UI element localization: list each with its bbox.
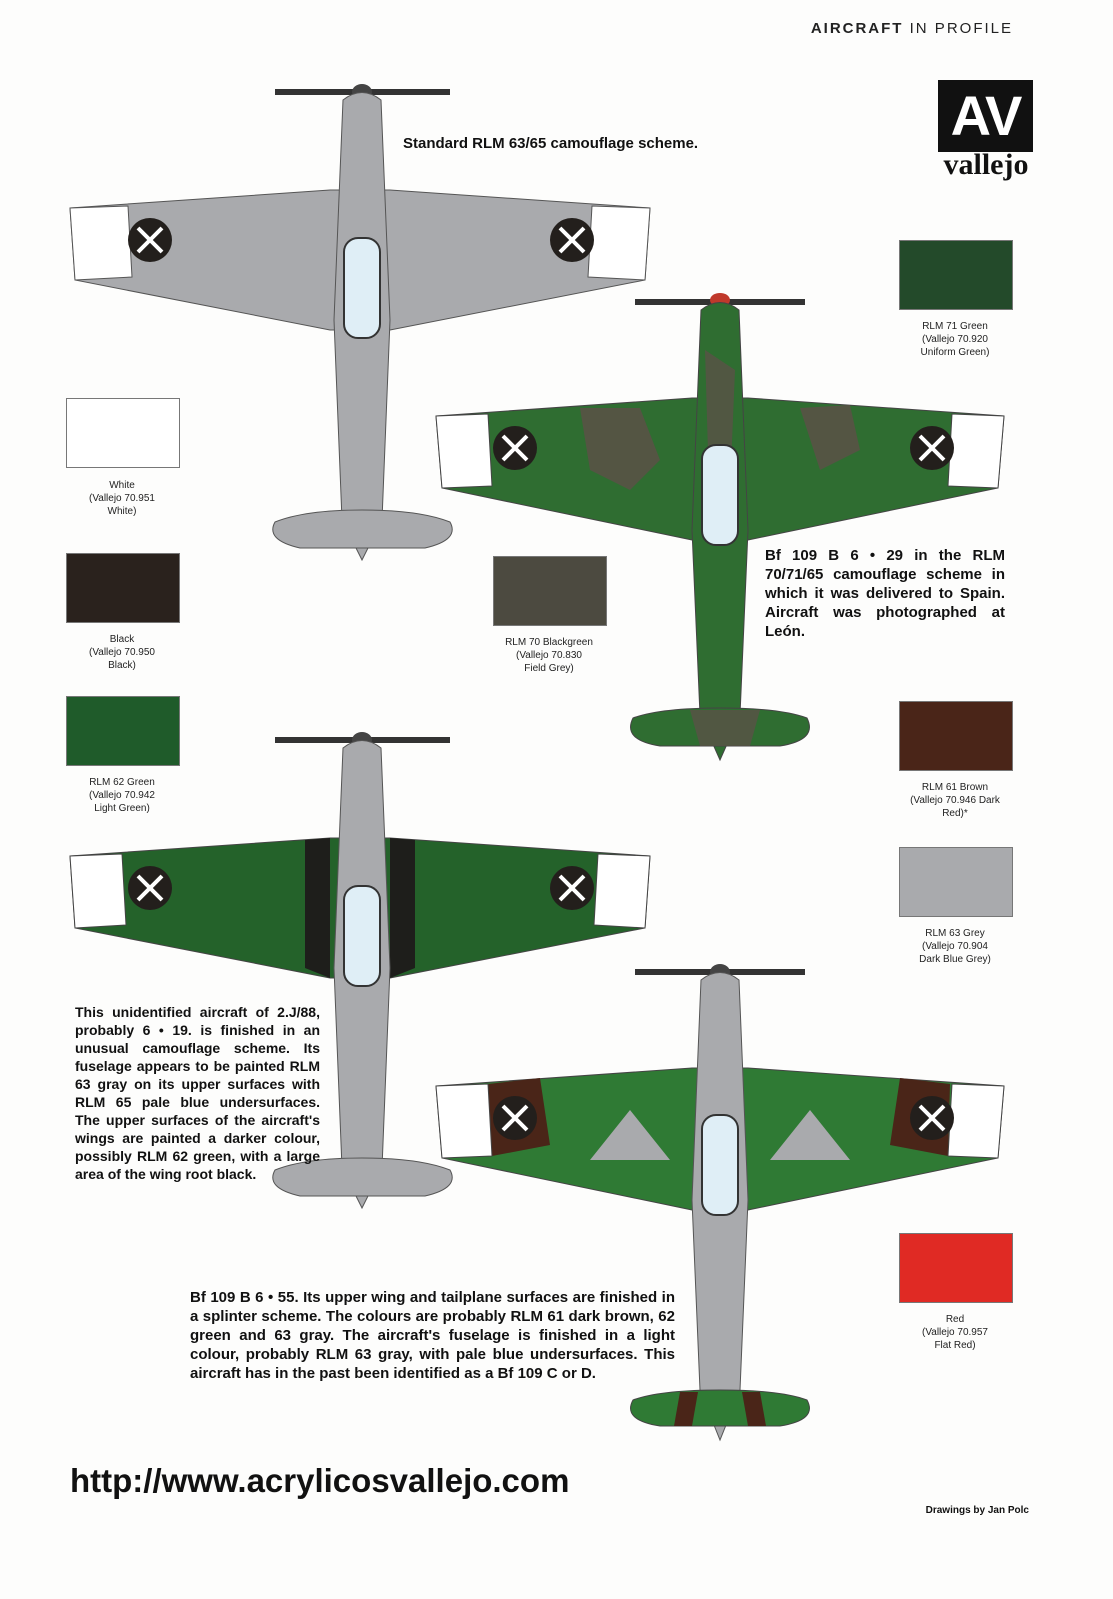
swatch-black-alt: Black) (108, 660, 136, 671)
caption-standard: Standard RLM 63/65 camouflage scheme. (403, 135, 699, 152)
swatch-white-label: White (Vallejo 70.951 White) (42, 479, 202, 518)
swatch-rlm61-label: RLM 61 Brown (Vallejo 70.946 Dark Red)* (875, 781, 1035, 820)
swatch-rlm71-label: RLM 71 Green (Vallejo 70.920 Uniform Gre… (875, 320, 1035, 359)
header-bold: AIRCRAFT (810, 20, 904, 37)
swatch-rlm62-alt: Light Green) (94, 803, 150, 814)
swatch-rlm61 (899, 701, 1013, 771)
swatch-rlm62-label: RLM 62 Green (Vallejo 70.942 Light Green… (42, 776, 202, 815)
swatch-rlm62-name: RLM 62 Green (89, 777, 155, 788)
swatch-rlm63-name: RLM 63 Grey (925, 928, 985, 939)
swatch-white-name: White (109, 480, 135, 491)
swatch-rlm70-code: (Vallejo 70.830 (516, 650, 582, 661)
swatch-red-alt: Flat Red) (934, 1340, 976, 1351)
page-header: AIRCRAFT IN PROFILE (811, 20, 1013, 37)
swatch-rlm61-name: RLM 61 Brown (921, 782, 989, 793)
swatch-rlm70-label: RLM 70 Blackgreen (Vallejo 70.830 Field … (469, 636, 629, 675)
swatch-rlm63-alt: Dark Blue Grey) (919, 954, 991, 965)
swatch-rlm70-name: RLM 70 Blackgreen (505, 637, 593, 648)
vallejo-logo-name: vallejo (943, 148, 1029, 181)
swatch-red-code: (Vallejo 70.957 (922, 1327, 988, 1338)
caption-bf109-b6-29: Bf 109 B 6 • 29 in the RLM 70/71/65 camo… (765, 547, 1005, 640)
swatch-rlm63-code: (Vallejo 70.904 (922, 941, 988, 952)
swatch-rlm63-label: RLM 63 Grey (Vallejo 70.904 Dark Blue Gr… (875, 927, 1035, 966)
header-rest: IN PROFILE (909, 20, 1013, 37)
swatch-black-name: Black (109, 634, 135, 645)
swatch-black-label: Black (Vallejo 70.950 Black) (42, 633, 202, 672)
swatch-red (899, 1233, 1013, 1303)
swatch-rlm70-alt: Field Grey) (524, 663, 574, 674)
aircraft-unidentified-2j88 (69, 732, 651, 1210)
vallejo-website-url[interactable]: http://www.acrylicosvallejo.com (70, 1462, 570, 1499)
swatch-white (66, 398, 180, 468)
swatch-rlm71 (899, 240, 1013, 310)
swatch-rlm70 (493, 556, 607, 626)
swatch-white-alt: White) (107, 506, 137, 517)
aircraft-bf109-b6-55 (435, 964, 1005, 1442)
swatch-rlm71-code: (Vallejo 70.920 (922, 334, 988, 345)
swatch-rlm61-code: (Vallejo 70.946 Dark (910, 795, 1000, 806)
swatch-rlm71-name: RLM 71 Green (922, 321, 988, 332)
swatch-rlm71-alt: Uniform Green) (920, 347, 990, 358)
drawings-credit: Drawings by Jan Polc (925, 1505, 1029, 1516)
caption-unidentified: This unidentified aircraft of 2.J/88, pr… (75, 1004, 320, 1182)
vallejo-logo-mark: AV (938, 80, 1033, 152)
aircraft-bf109-b6-29 (435, 293, 1005, 762)
swatch-black (66, 553, 180, 623)
swatch-red-label: Red (Vallejo 70.957 Flat Red) (875, 1313, 1035, 1352)
swatch-rlm62 (66, 696, 180, 766)
caption-bf109-b6-55: Bf 109 B 6 • 55. Its upper wing and tail… (190, 1289, 675, 1382)
swatch-black-code: (Vallejo 70.950 (89, 647, 155, 658)
swatch-rlm61-alt: Red)* (942, 808, 968, 819)
aircraft-grey-standard (69, 84, 651, 562)
swatch-rlm62-code: (Vallejo 70.942 (89, 790, 155, 801)
swatch-rlm63 (899, 847, 1013, 917)
swatch-red-name: Red (945, 1314, 965, 1325)
swatch-white-code: (Vallejo 70.951 (89, 493, 155, 504)
